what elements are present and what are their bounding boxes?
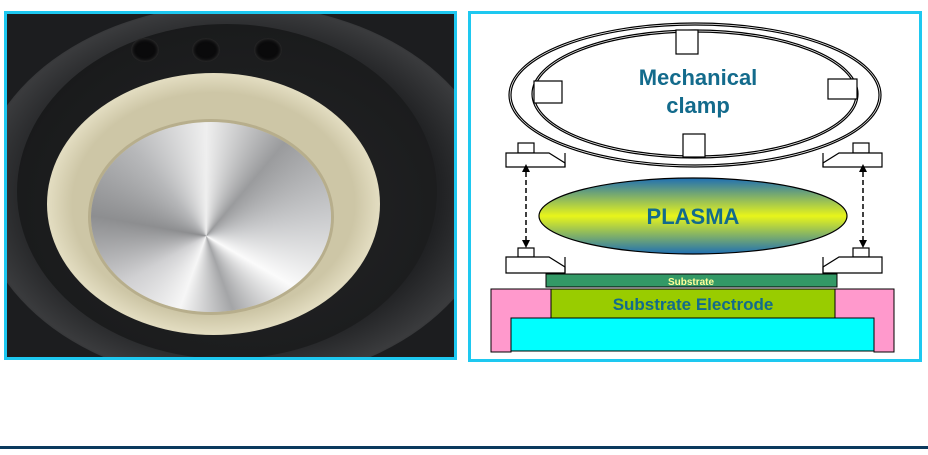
chamber-photo: [4, 11, 457, 360]
mechanical-clamp: [508, 22, 882, 168]
port-hole: [131, 38, 159, 62]
port-hole: [192, 38, 220, 62]
clamp-label-line2: clamp: [666, 93, 730, 118]
substrate-label: Substrate: [668, 277, 715, 288]
plasma-label: PLASMA: [647, 204, 740, 229]
clamp-finger-upper-right: [822, 142, 883, 168]
clamp-finger-upper-left: [505, 142, 566, 168]
electrode-base: [510, 317, 875, 352]
footer-rule: [0, 446, 928, 449]
substrate-electrode: [550, 288, 836, 319]
clamp-finger-lower-right: [822, 247, 883, 274]
plasma-ellipse: [538, 177, 848, 255]
motion-arrows: [525, 172, 864, 243]
substrate-disc: [91, 122, 331, 312]
substrate: [545, 273, 838, 288]
arrow-heads: [522, 164, 867, 248]
clamp-finger-lower-left: [505, 247, 566, 274]
electrode-label: Substrate Electrode: [613, 295, 774, 314]
port-hole: [254, 38, 282, 62]
clamp-fingers: [505, 142, 883, 274]
clamp-label-line1: Mechanical: [639, 65, 758, 90]
